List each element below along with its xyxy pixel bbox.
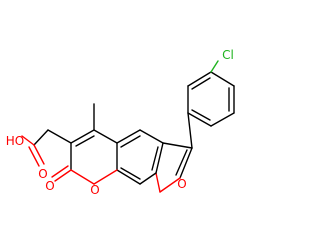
c-cl-bond xyxy=(210,60,219,73)
chlorine-label: Cl xyxy=(222,48,234,62)
molecule-structure: Cl HO O O O O xyxy=(6,48,235,197)
molecule-canvas: Cl HO O O O O xyxy=(6,48,235,197)
chlorophenyl-ring xyxy=(187,71,235,127)
acetic-acid-chain xyxy=(21,129,72,167)
hydroxyl-label: HO xyxy=(6,134,24,148)
furan-ring xyxy=(155,112,193,193)
furan-ring-oxygen-label: O xyxy=(177,177,186,191)
pyranone-ring xyxy=(70,129,118,185)
lactone-carbonyl-oxygen-label: O xyxy=(45,179,54,193)
pyranone-ring-oxygen-label: O xyxy=(90,183,99,197)
lactone-carbonyl-bond xyxy=(54,169,72,182)
acid-carbonyl-oxygen-label: O xyxy=(38,167,47,181)
benzene-ring xyxy=(116,129,164,185)
